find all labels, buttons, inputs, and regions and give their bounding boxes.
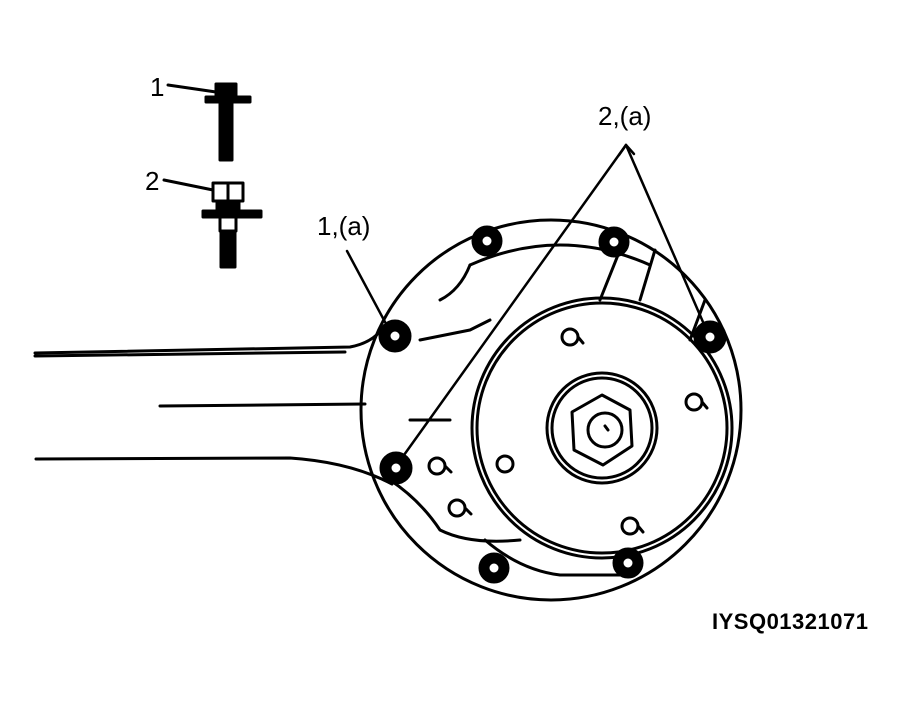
axle-arm <box>33 326 394 486</box>
hub-flange <box>470 296 734 560</box>
backing-plate <box>359 218 743 602</box>
callout-1a-label: 1,(a) <box>317 211 371 241</box>
center-hub <box>545 371 659 485</box>
figure-code: IYSQ01321071 <box>712 609 869 634</box>
wheel-stud-holes <box>495 327 709 536</box>
brake-arc <box>468 243 652 267</box>
leader-lines <box>345 143 705 457</box>
mounting-bolts <box>378 225 727 584</box>
bolt-2-icon <box>162 178 263 269</box>
bolt-2-label: 2 <box>145 166 160 196</box>
bolt-1-label: 1 <box>150 72 165 102</box>
bolt-1-icon <box>166 82 252 162</box>
axle-nut <box>570 393 634 467</box>
callout-2a-label: 2,(a) <box>598 101 652 131</box>
